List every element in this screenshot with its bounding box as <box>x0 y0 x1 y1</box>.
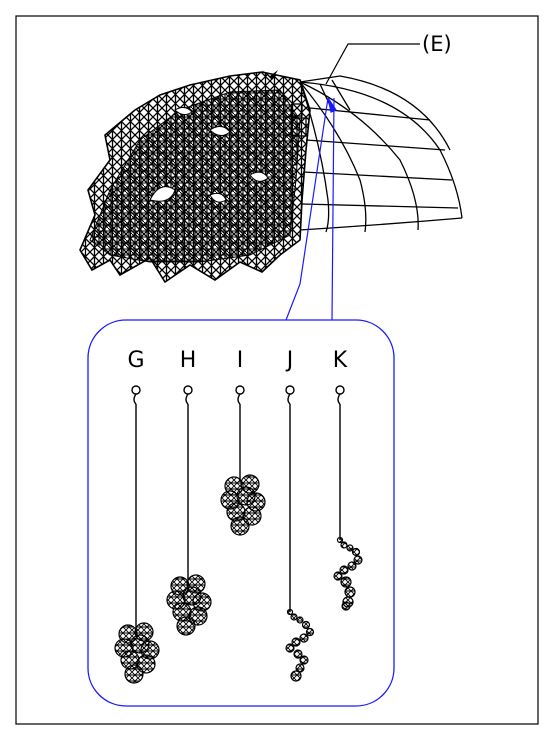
chain-k-bead <box>341 601 351 611</box>
pendant-g <box>131 385 141 634</box>
canopy-mesh <box>79 70 311 284</box>
pendant-label-g: G <box>127 348 145 373</box>
pendant-strings <box>131 385 345 634</box>
chain-k-bead <box>347 561 357 571</box>
pendant-label-i: I <box>236 348 244 373</box>
chain-k-bead <box>344 586 356 598</box>
pendant-h <box>183 385 193 584</box>
pendant-label-j: J <box>286 348 294 373</box>
chain-j-bead <box>295 663 305 673</box>
chain-j-bead <box>285 643 295 653</box>
pendant-i <box>235 385 245 482</box>
chain-k-bead <box>346 544 354 552</box>
chain-k-bead <box>351 547 361 557</box>
cluster-i-bead <box>230 516 250 536</box>
chain-j-bead <box>305 627 315 637</box>
callout-leader <box>325 43 420 85</box>
cluster-g-bead <box>124 664 144 684</box>
pendant-label-k: K <box>332 348 348 373</box>
chain-k-bead <box>336 536 344 544</box>
pendant-label-h: H <box>179 348 197 373</box>
callout-label: (E) <box>422 32 452 56</box>
pendant-k <box>335 385 345 540</box>
cluster-h-bead <box>176 616 196 636</box>
chain-j-bead <box>299 655 309 665</box>
bead-clusters <box>114 474 363 684</box>
detail-panel <box>87 319 395 707</box>
chain-j-bead <box>296 616 304 624</box>
chain-j-bead <box>286 608 294 616</box>
chain-k-bead <box>353 555 363 565</box>
chain-k-bead <box>340 576 352 588</box>
chain-j-bead <box>293 649 303 659</box>
chain-j-bead <box>290 670 302 682</box>
chain-j-bead <box>301 620 311 630</box>
chain-j-bead <box>299 633 309 643</box>
figure-border <box>15 15 539 725</box>
chain-k-bead <box>339 565 349 575</box>
detail-leader <box>285 97 337 321</box>
chain-k-bead <box>333 571 343 581</box>
chain-k-bead <box>340 541 348 549</box>
canopy-frame <box>291 75 463 233</box>
chain-j-bead <box>290 613 298 621</box>
chain-j-bead <box>291 637 301 647</box>
pendant-j <box>285 385 295 612</box>
